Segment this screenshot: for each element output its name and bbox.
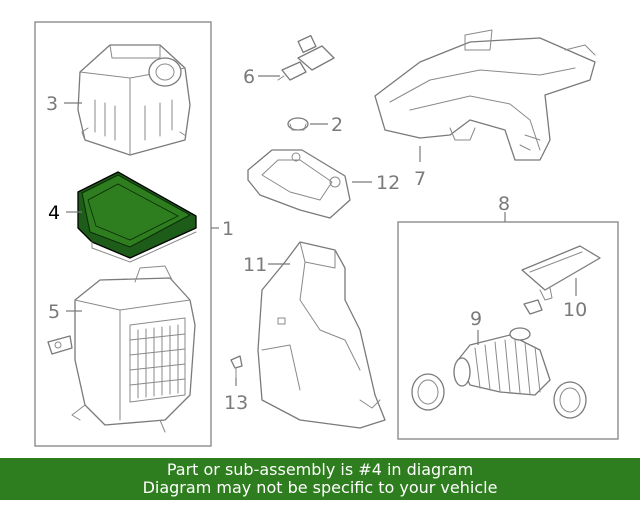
callout-7[interactable]: 7	[414, 168, 426, 190]
part-3-upper-cover[interactable]	[77, 44, 191, 156]
part-7-air-duct[interactable]	[374, 29, 596, 161]
callout-6[interactable]: 6	[243, 66, 255, 88]
callout-4[interactable]: 4	[48, 202, 60, 224]
callout-10[interactable]: 10	[563, 299, 587, 321]
assembly-1-group-box	[34, 21, 212, 447]
callout-12[interactable]: 12	[376, 172, 400, 194]
parts-diagram: 3 4 5 1 6 2	[34, 21, 619, 447]
part-9-bellows-hose[interactable]	[411, 327, 587, 419]
callout-8[interactable]: 8	[498, 193, 510, 215]
assembly-8-group-box	[397, 221, 619, 440]
callout-5[interactable]: 5	[48, 301, 60, 323]
callout-1[interactable]: 1	[222, 218, 234, 240]
banner-line-2: Diagram may not be specific to your vehi…	[142, 478, 498, 497]
part-4-air-filter[interactable]	[77, 171, 197, 263]
callout-3[interactable]: 3	[46, 93, 58, 115]
callout-9[interactable]: 9	[470, 308, 482, 330]
part-12-bracket[interactable]	[247, 149, 351, 219]
part-10-adapter[interactable]	[521, 245, 601, 315]
banner-line-1: Part or sub-assembly is #4 in diagram	[166, 460, 474, 479]
callout-2[interactable]: 2	[331, 114, 343, 136]
info-banner: Part or sub-assembly is #4 in diagram Di…	[0, 458, 640, 500]
part-5-lower-case[interactable]	[47, 265, 196, 433]
part-13-clip[interactable]	[230, 355, 243, 379]
callout-11[interactable]: 11	[243, 254, 267, 276]
part-6-sensor[interactable]	[277, 34, 335, 81]
callout-13[interactable]: 13	[224, 392, 248, 414]
part-2-grommet[interactable]	[287, 117, 309, 131]
part-11-inlet-duct[interactable]	[257, 241, 386, 429]
